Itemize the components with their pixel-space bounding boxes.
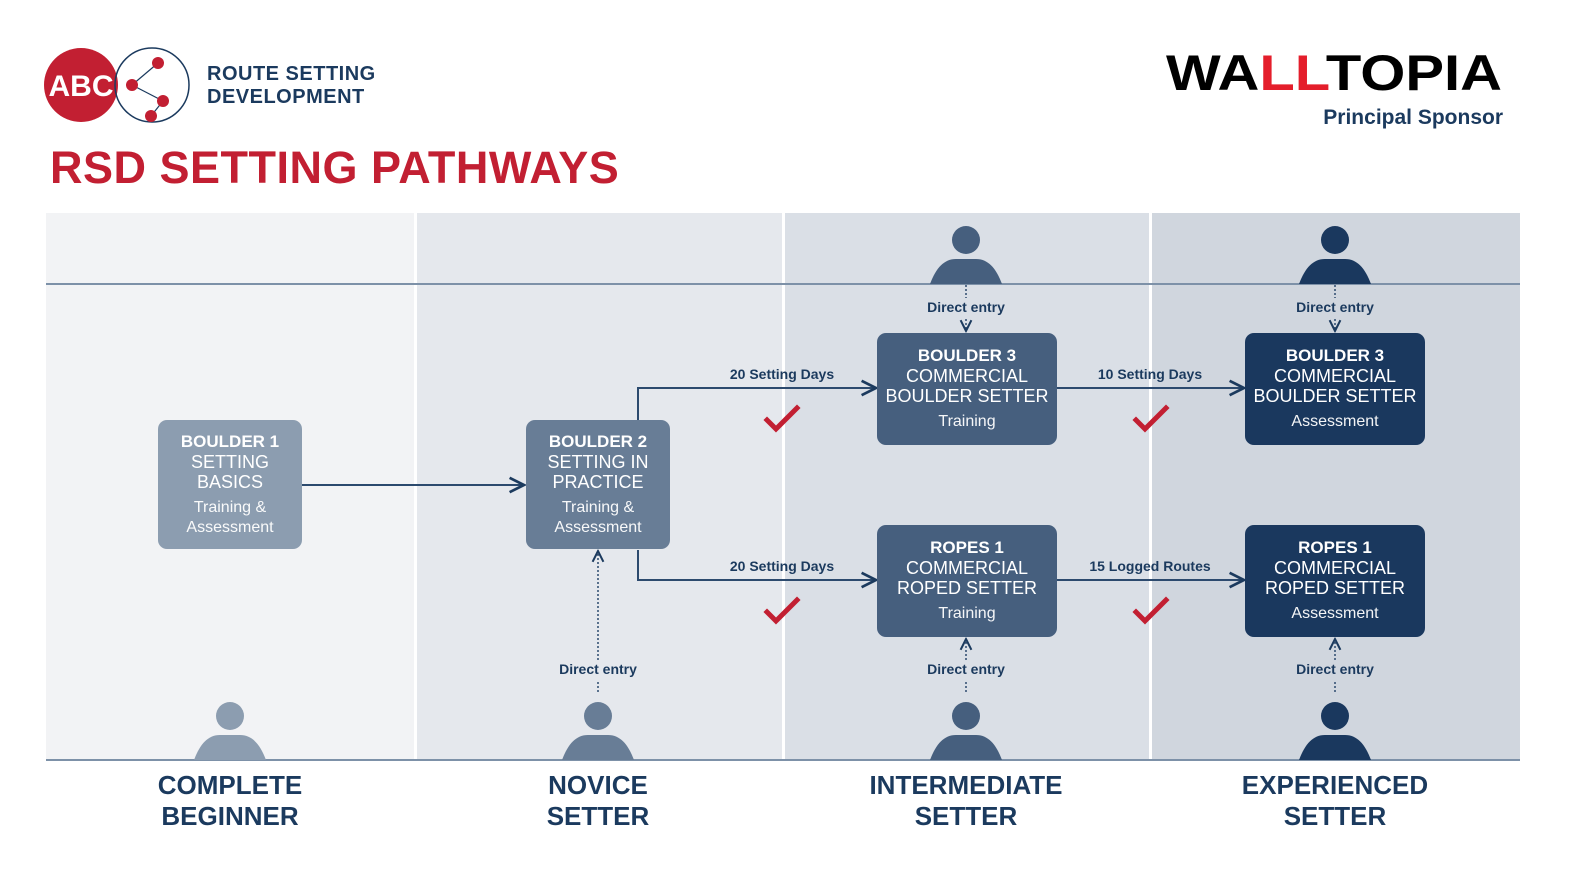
level-label-experienced-setter: EXPERIENCED SETTER: [1151, 770, 1519, 832]
requirement-label-b2-to-b3: 20 Setting Days: [729, 366, 835, 382]
course-name-line2: BOULDER SETTER: [1253, 386, 1417, 406]
course-name-line1: COMMERCIAL: [1273, 558, 1396, 578]
course-title: BOULDER 3: [917, 346, 1017, 365]
course-type: Assessment: [1291, 605, 1379, 622]
level-label-novice-setter: NOVICE SETTER: [414, 770, 782, 832]
direct-entry-label-b3-assessment: Direct entry: [1296, 299, 1374, 315]
direct-entry-label-r1-training: Direct entry: [927, 661, 1005, 677]
course-name-line1: SETTING: [190, 451, 269, 472]
course-type: Training: [938, 605, 996, 622]
direct-entry-label-r1-assessment: Direct entry: [1296, 661, 1374, 677]
top-divider-line: [46, 283, 1520, 285]
direct-entry-label-b2: Direct entry: [559, 661, 637, 677]
requirement-label-b2-to-r1: 20 Setting Days: [729, 558, 835, 574]
level-label-line1: EXPERIENCED: [1241, 770, 1429, 800]
course-title: ROPES 1: [930, 538, 1004, 557]
bottom-divider-line: [46, 759, 1520, 761]
org-name: ROUTE SETTING DEVELOPMENT: [207, 63, 376, 109]
course-name-line2: ROPED SETTER: [1264, 578, 1406, 598]
direct-entry-label-b3-training: Direct entry: [927, 299, 1005, 315]
level-label-line2: SETTER: [914, 801, 1018, 831]
level-label-line2: SETTER: [546, 801, 650, 831]
abc-logo-text: ABC: [49, 70, 114, 103]
org-name-line1: ROUTE SETTING: [207, 63, 376, 85]
course-type-line1: Training &: [561, 498, 635, 516]
level-label-line2: SETTER: [1283, 801, 1387, 831]
page-title: RSD SETTING PATHWAYS: [50, 142, 620, 193]
course-type: Assessment: [1291, 413, 1379, 430]
course-type: Training: [938, 413, 996, 430]
course-type-line2: Assessment: [186, 518, 274, 536]
course-name-line1: SETTING IN: [547, 451, 649, 472]
level-label-line1: COMPLETE: [157, 770, 303, 800]
level-label-line1: NOVICE: [548, 770, 648, 800]
abc-logo: ABC: [44, 47, 190, 123]
sponsor-role: Principal Sponsor: [1323, 106, 1503, 129]
course-name-line2: BASICS: [196, 471, 264, 492]
level-label-intermediate-setter: INTERMEDIATE SETTER: [782, 770, 1150, 832]
course-box-boulder-3-assessment[interactable]: BOULDER 3 COMMERCIAL BOULDER SETTER Asse…: [1245, 333, 1425, 445]
course-title: BOULDER 1: [180, 431, 280, 451]
course-name-line1: COMMERCIAL: [1273, 366, 1396, 386]
course-box-ropes-1-assessment[interactable]: ROPES 1 COMMERCIAL ROPED SETTER Assessme…: [1245, 525, 1425, 637]
course-name-line2: BOULDER SETTER: [885, 386, 1049, 406]
column-intermediate-setter: [785, 213, 1149, 760]
course-title: BOULDER 3: [1285, 346, 1385, 365]
requirement-label-r1-assessment: 15 Logged Routes: [1089, 558, 1211, 574]
course-name-line1: COMMERCIAL: [905, 366, 1028, 386]
course-type-line2: Assessment: [554, 518, 642, 536]
course-name-line2: PRACTICE: [552, 471, 644, 492]
course-box-ropes-1-training[interactable]: ROPES 1 COMMERCIAL ROPED SETTER Training: [877, 525, 1057, 637]
requirement-label-b3-assessment: 10 Setting Days: [1097, 366, 1203, 382]
level-label-line2: BEGINNER: [161, 801, 299, 831]
course-box-boulder-3-training[interactable]: BOULDER 3 COMMERCIAL BOULDER SETTER Trai…: [877, 333, 1057, 445]
course-box-boulder-2[interactable]: BOULDER 2 SETTING IN PRACTICE Training &…: [526, 420, 670, 549]
course-title: ROPES 1: [1298, 538, 1372, 557]
course-type-line1: Training &: [193, 498, 267, 516]
column-experienced-setter: [1152, 213, 1520, 760]
course-name-line1: COMMERCIAL: [905, 558, 1028, 578]
level-label-line1: INTERMEDIATE: [869, 770, 1063, 800]
level-label-complete-beginner: COMPLETE BEGINNER: [46, 770, 414, 832]
course-box-boulder-1[interactable]: BOULDER 1 SETTING BASICS Training & Asse…: [158, 420, 302, 549]
org-name-line2: DEVELOPMENT: [207, 86, 365, 108]
course-name-line2: ROPED SETTER: [896, 578, 1038, 598]
course-title: BOULDER 2: [548, 431, 648, 451]
